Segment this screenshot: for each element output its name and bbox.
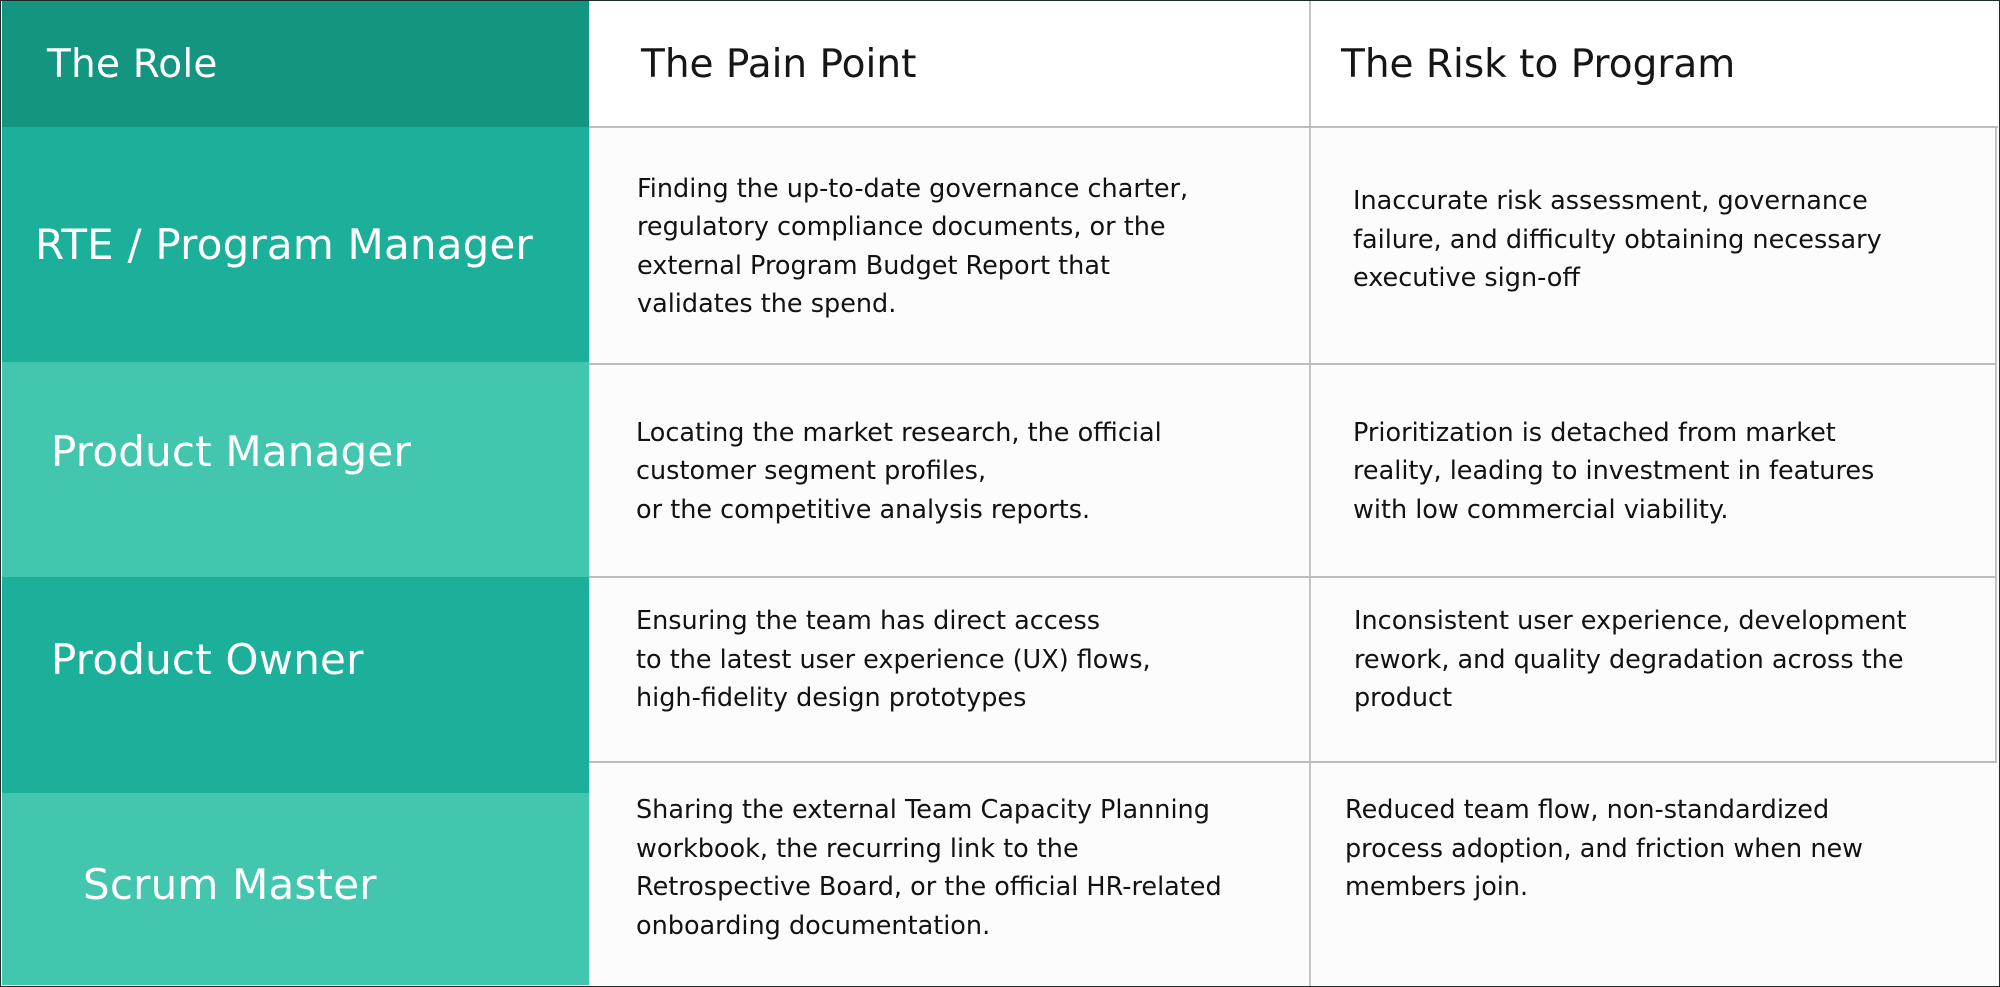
header-risk: The Risk to Program [1311, 1, 1997, 127]
header-pain-point: The Pain Point [589, 1, 1309, 127]
pain-point-text: Locating the market research, the offici… [636, 417, 1162, 525]
role-cell-product-owner: Product Owner [2, 577, 589, 793]
pain-point-cell: Finding the up-to-date governance charte… [589, 129, 1309, 364]
header-pain-point-label: The Pain Point [641, 41, 917, 87]
risk-cell: Prioritization is detached from market r… [1311, 366, 1997, 577]
pain-point-text: Sharing the external Team Capacity Plann… [636, 795, 1222, 941]
right-border [1995, 127, 1997, 763]
pain-point-cell: Locating the market research, the offici… [589, 366, 1309, 577]
row-divider [589, 576, 1997, 578]
header-risk-label: The Risk to Program [1341, 41, 1736, 87]
role-label: Scrum Master [83, 859, 377, 909]
row-divider [589, 363, 1997, 365]
role-label: Product Owner [51, 635, 364, 684]
risk-text: Inaccurate risk assessment, governance f… [1353, 186, 1882, 293]
risk-cell: Inaccurate risk assessment, governance f… [1311, 129, 1997, 364]
row-divider [589, 761, 1997, 763]
risk-text: Prioritization is detached from market r… [1353, 417, 1875, 525]
header-role: The Role [2, 1, 589, 127]
risk-text: Inconsistent user experience, developmen… [1354, 606, 1907, 713]
column-divider [1309, 1, 1311, 986]
role-cell-scrum-master: Scrum Master [2, 793, 589, 985]
role-label: RTE / Program Manager [35, 220, 534, 269]
risk-cell: Reduced team flow, non-standardized proc… [1311, 764, 1997, 985]
role-label: Product Manager [51, 427, 411, 476]
pain-point-cell: Ensuring the team has direct access to t… [589, 579, 1309, 762]
role-cell-rte: RTE / Program Manager [2, 127, 589, 362]
role-cell-product-manager: Product Manager [2, 362, 589, 577]
risk-text: Reduced team flow, non-standardized proc… [1345, 795, 1864, 902]
pain-point-cell: Sharing the external Team Capacity Plann… [589, 764, 1309, 985]
pain-point-text: Finding the up-to-date governance charte… [637, 173, 1189, 320]
header-role-label: The Role [47, 41, 218, 87]
pain-point-text: Ensuring the team has direct access to t… [636, 606, 1151, 713]
row-divider [589, 126, 1998, 128]
risk-cell: Inconsistent user experience, developmen… [1311, 579, 1997, 762]
